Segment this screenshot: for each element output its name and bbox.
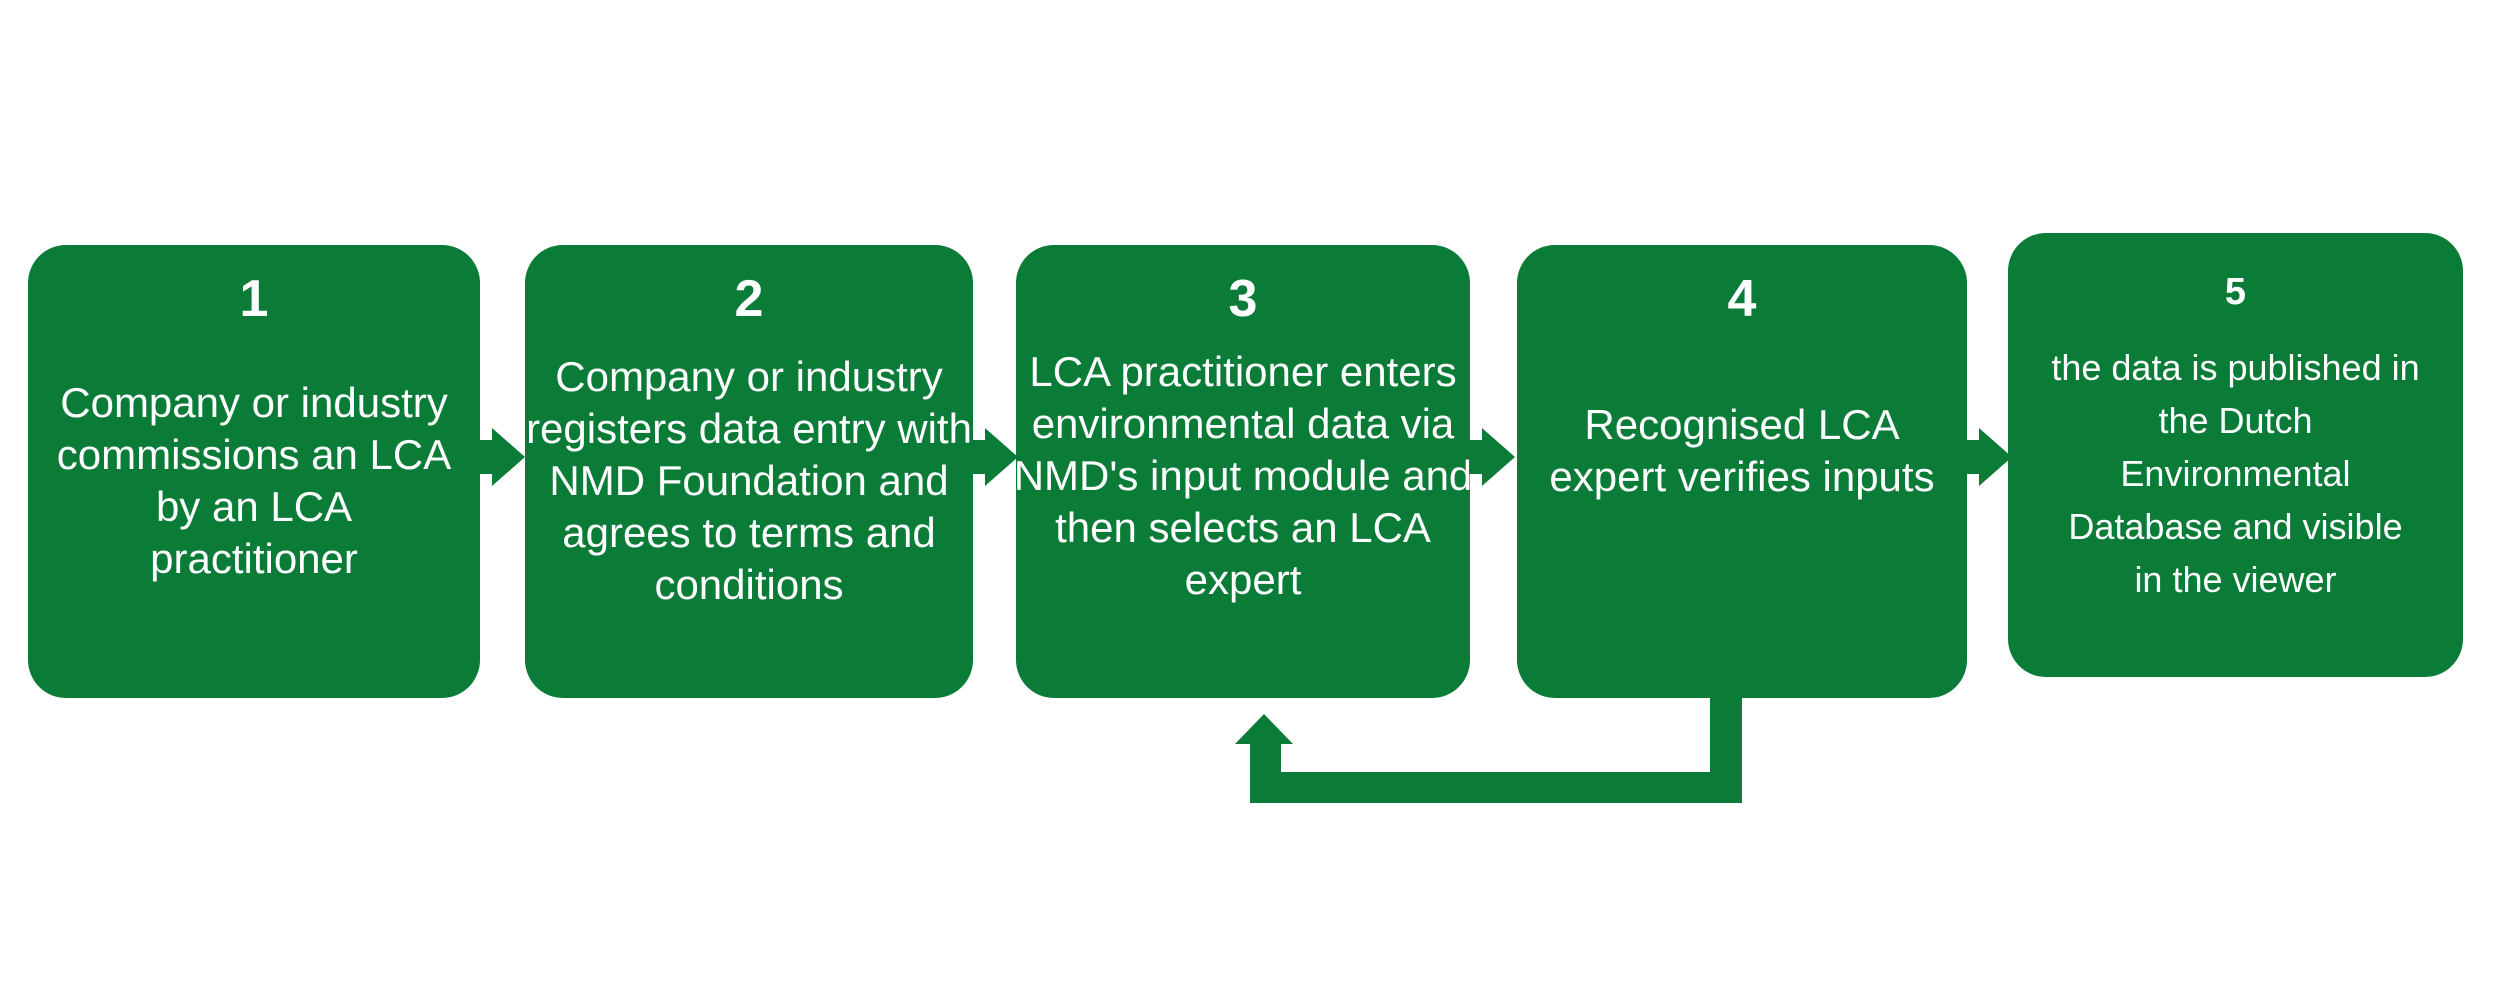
step-text-line: then selects an LCA [1055,504,1431,551]
step-text-line: expert [1184,556,1302,603]
step-text-line: registers data entry with [526,405,972,452]
step-text-line: NMD Foundation and [549,457,949,504]
step-4-number: 4 [1727,270,1757,328]
step-text-line: expert verifies inputs [1549,453,1935,500]
step-2-box: 2 Company or industry registers data ent… [525,245,973,698]
step-text-line: practitioner [150,535,358,582]
step-text-line: Company or industry [60,379,448,426]
step-3-text: LCA practitioner enters environmental da… [1014,346,1473,606]
step-1-text: Company or industry commissions an LCA b… [57,377,451,585]
step-text-line: agrees to terms and [562,509,936,556]
step-1-box: 1 Company or industry commissions an LCA… [28,245,480,698]
step-text-line: conditions [654,561,844,608]
step-text-line: Environmental [2120,453,2351,494]
right-arrow-icon-step4-to-step5 [1966,428,2012,486]
right-arrow-icon-step1-to-step2 [479,428,525,486]
step-text-line: the data is published in [2051,347,2420,388]
step-5-text: the data is published in the Dutch Envir… [2051,341,2419,606]
step-text-line: by an LCA [155,483,353,530]
up-arrow-icon-feedback [1235,714,1293,744]
step-5-box: 5 the data is published in the Dutch Env… [2008,233,2463,677]
step-text-line: Company or industry [555,353,943,400]
right-arrow-icon-step2-to-step3 [972,428,1018,486]
step-text-line: the Dutch [2158,400,2313,441]
step-text-line: Recognised LCA [1584,401,1900,448]
feedback-arrow-shaft [1250,743,1281,783]
step-2-number: 2 [734,270,764,328]
step-4-box: 4 Recognised LCA expert verifies inputs [1517,245,1967,698]
step-2-text: Company or industry registers data entry… [526,351,972,611]
step-1-number: 1 [239,270,269,328]
step-3-number: 3 [1228,270,1258,328]
step-4-text: Recognised LCA expert verifies inputs [1549,399,1934,503]
step-text-line: commissions an LCA [56,431,452,478]
feedback-arrow-horizontal-segment [1250,772,1742,803]
step-text-line: in the viewer [2134,559,2337,600]
step-5-number: 5 [2224,271,2247,313]
step-text-line: environmental data via [1031,400,1455,447]
step-text-line: Database and visible [2068,506,2403,547]
right-arrow-icon-step3-to-step4 [1469,428,1515,486]
step-text-line: LCA practitioner enters [1029,348,1457,395]
step-text-line: NMD's input module and [1013,452,1473,499]
step-3-box: 3 LCA practitioner enters environmental … [1014,245,1473,698]
